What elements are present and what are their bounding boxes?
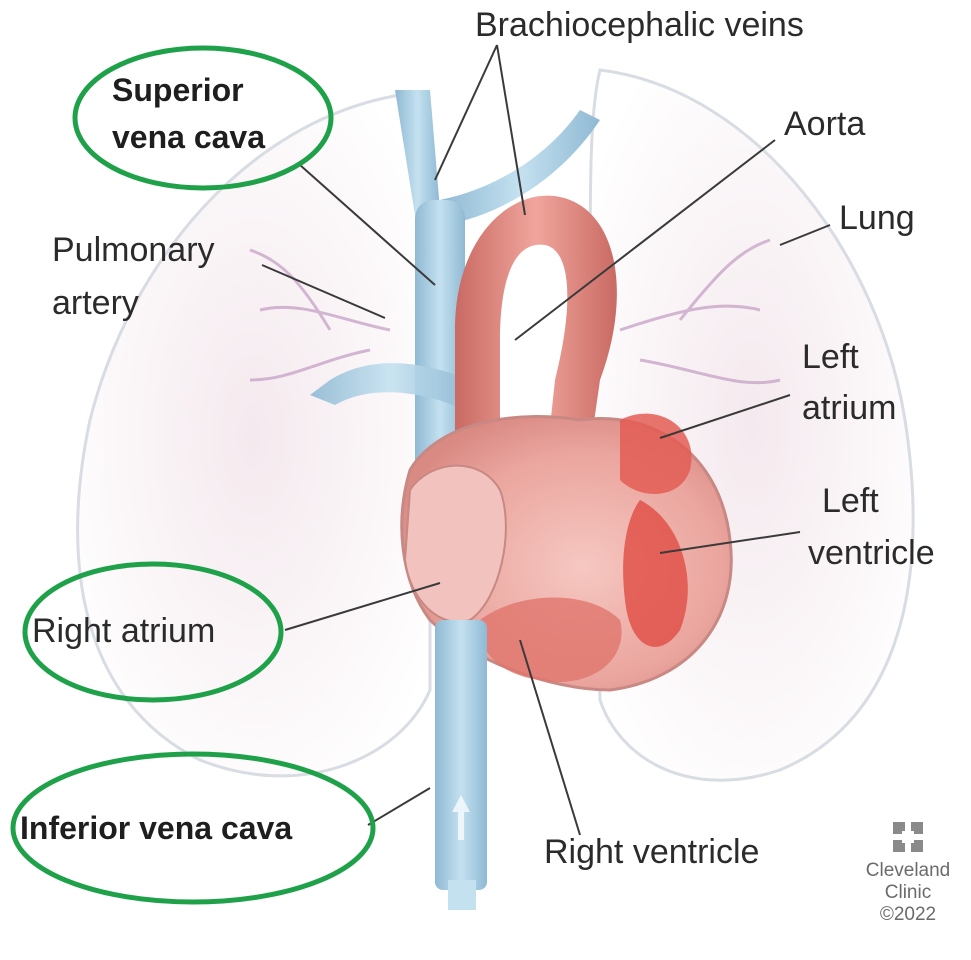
label-left-ventricle-line2: ventricle [808, 533, 935, 573]
label-superior-vena-cava-line2: vena cava [112, 117, 265, 157]
leader-brachiocephalic-1 [435, 45, 497, 180]
leader-ivc [368, 788, 430, 825]
credit-line-3: ©2022 [845, 904, 971, 926]
credit-line-1: Cleveland [845, 860, 971, 882]
right-ventricle-shape [479, 598, 621, 682]
label-left-ventricle-line1: Left [822, 481, 879, 521]
label-aorta: Aorta [784, 104, 865, 144]
label-pulmonary-artery-line1: Pulmonary [52, 230, 215, 270]
cleveland-clinic-credit: Cleveland Clinic ©2022 [845, 820, 971, 926]
label-brachiocephalic-veins: Brachiocephalic veins [475, 5, 804, 45]
cleveland-clinic-logo-icon [891, 820, 925, 854]
label-right-atrium: Right atrium [32, 611, 215, 651]
label-superior-vena-cava-line1: Superior [112, 70, 244, 110]
credit-line-2: Clinic [845, 882, 971, 904]
label-left-atrium-line1: Left [802, 337, 859, 377]
inferior-vena-cava-shape [435, 620, 487, 890]
label-left-atrium-line2: atrium [802, 388, 896, 428]
label-pulmonary-artery-line2: artery [52, 283, 139, 323]
label-lung: Lung [839, 198, 915, 238]
label-inferior-vena-cava: Inferior vena cava [20, 808, 292, 848]
inferior-vena-cava-end [448, 880, 476, 910]
label-right-ventricle: Right ventricle [544, 832, 759, 872]
